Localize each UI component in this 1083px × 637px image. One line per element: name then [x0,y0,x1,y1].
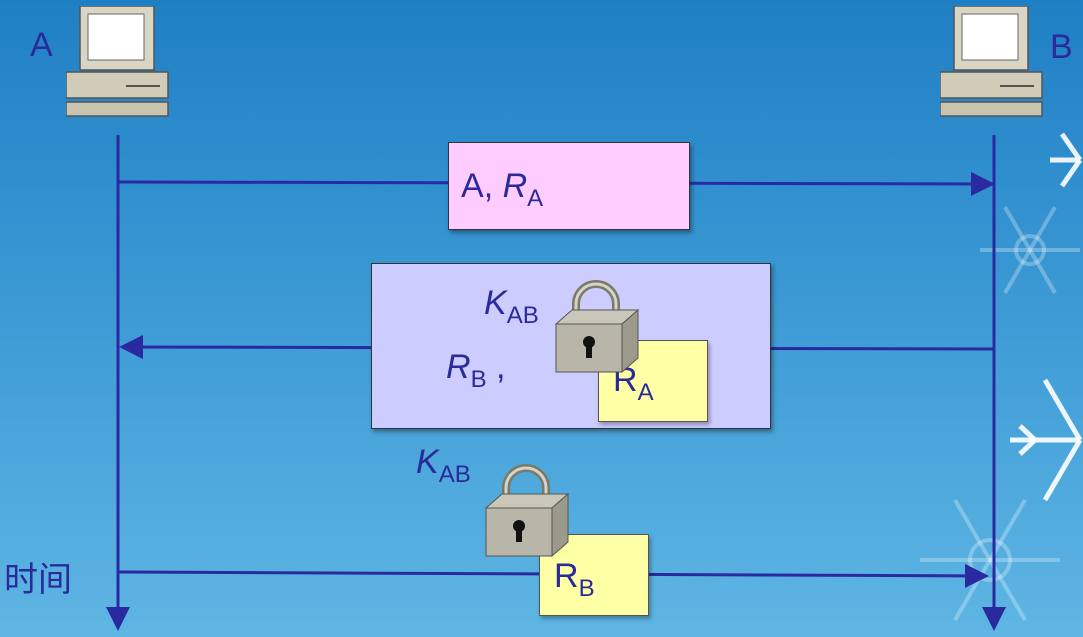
message-2-sep: , [496,348,506,386]
message-3-key-sub: AB [438,461,471,488]
message-3-key-letter: K [416,443,439,481]
message-2-nonce-letter: R [446,348,471,386]
padlock-icon [554,280,640,374]
computer-icon [940,6,1043,117]
message-1-text: A, RA [461,167,543,213]
message-2-key-letter: K [484,284,507,322]
message-2-box: KAB RB , R A [371,263,771,429]
message-2-nonce-sub: B [470,366,487,393]
message-1-sender: A [461,167,484,205]
message-2-nonce: RB , [446,348,505,394]
message-2-key-sub: AB [506,302,539,329]
message-2-payload-sub: A [637,379,654,406]
message-3-payload-letter: R [554,557,579,595]
message-1-sep: , [483,167,494,205]
padlock-icon [484,464,570,558]
message-1-box: A, RA [448,142,690,230]
time-label: 时间 [4,561,72,599]
message-3-payload-sub: B [578,575,595,602]
host-a-label: A [30,26,53,64]
message-2-key: KAB [484,284,539,330]
message-1-nonce: R [502,167,528,205]
computer-icon [66,6,169,117]
message-3-key: KAB [416,443,471,489]
snowflake-decoration [920,132,1083,622]
message-1-nonce-sub: A [527,185,544,212]
host-b-label: B [1050,28,1073,66]
